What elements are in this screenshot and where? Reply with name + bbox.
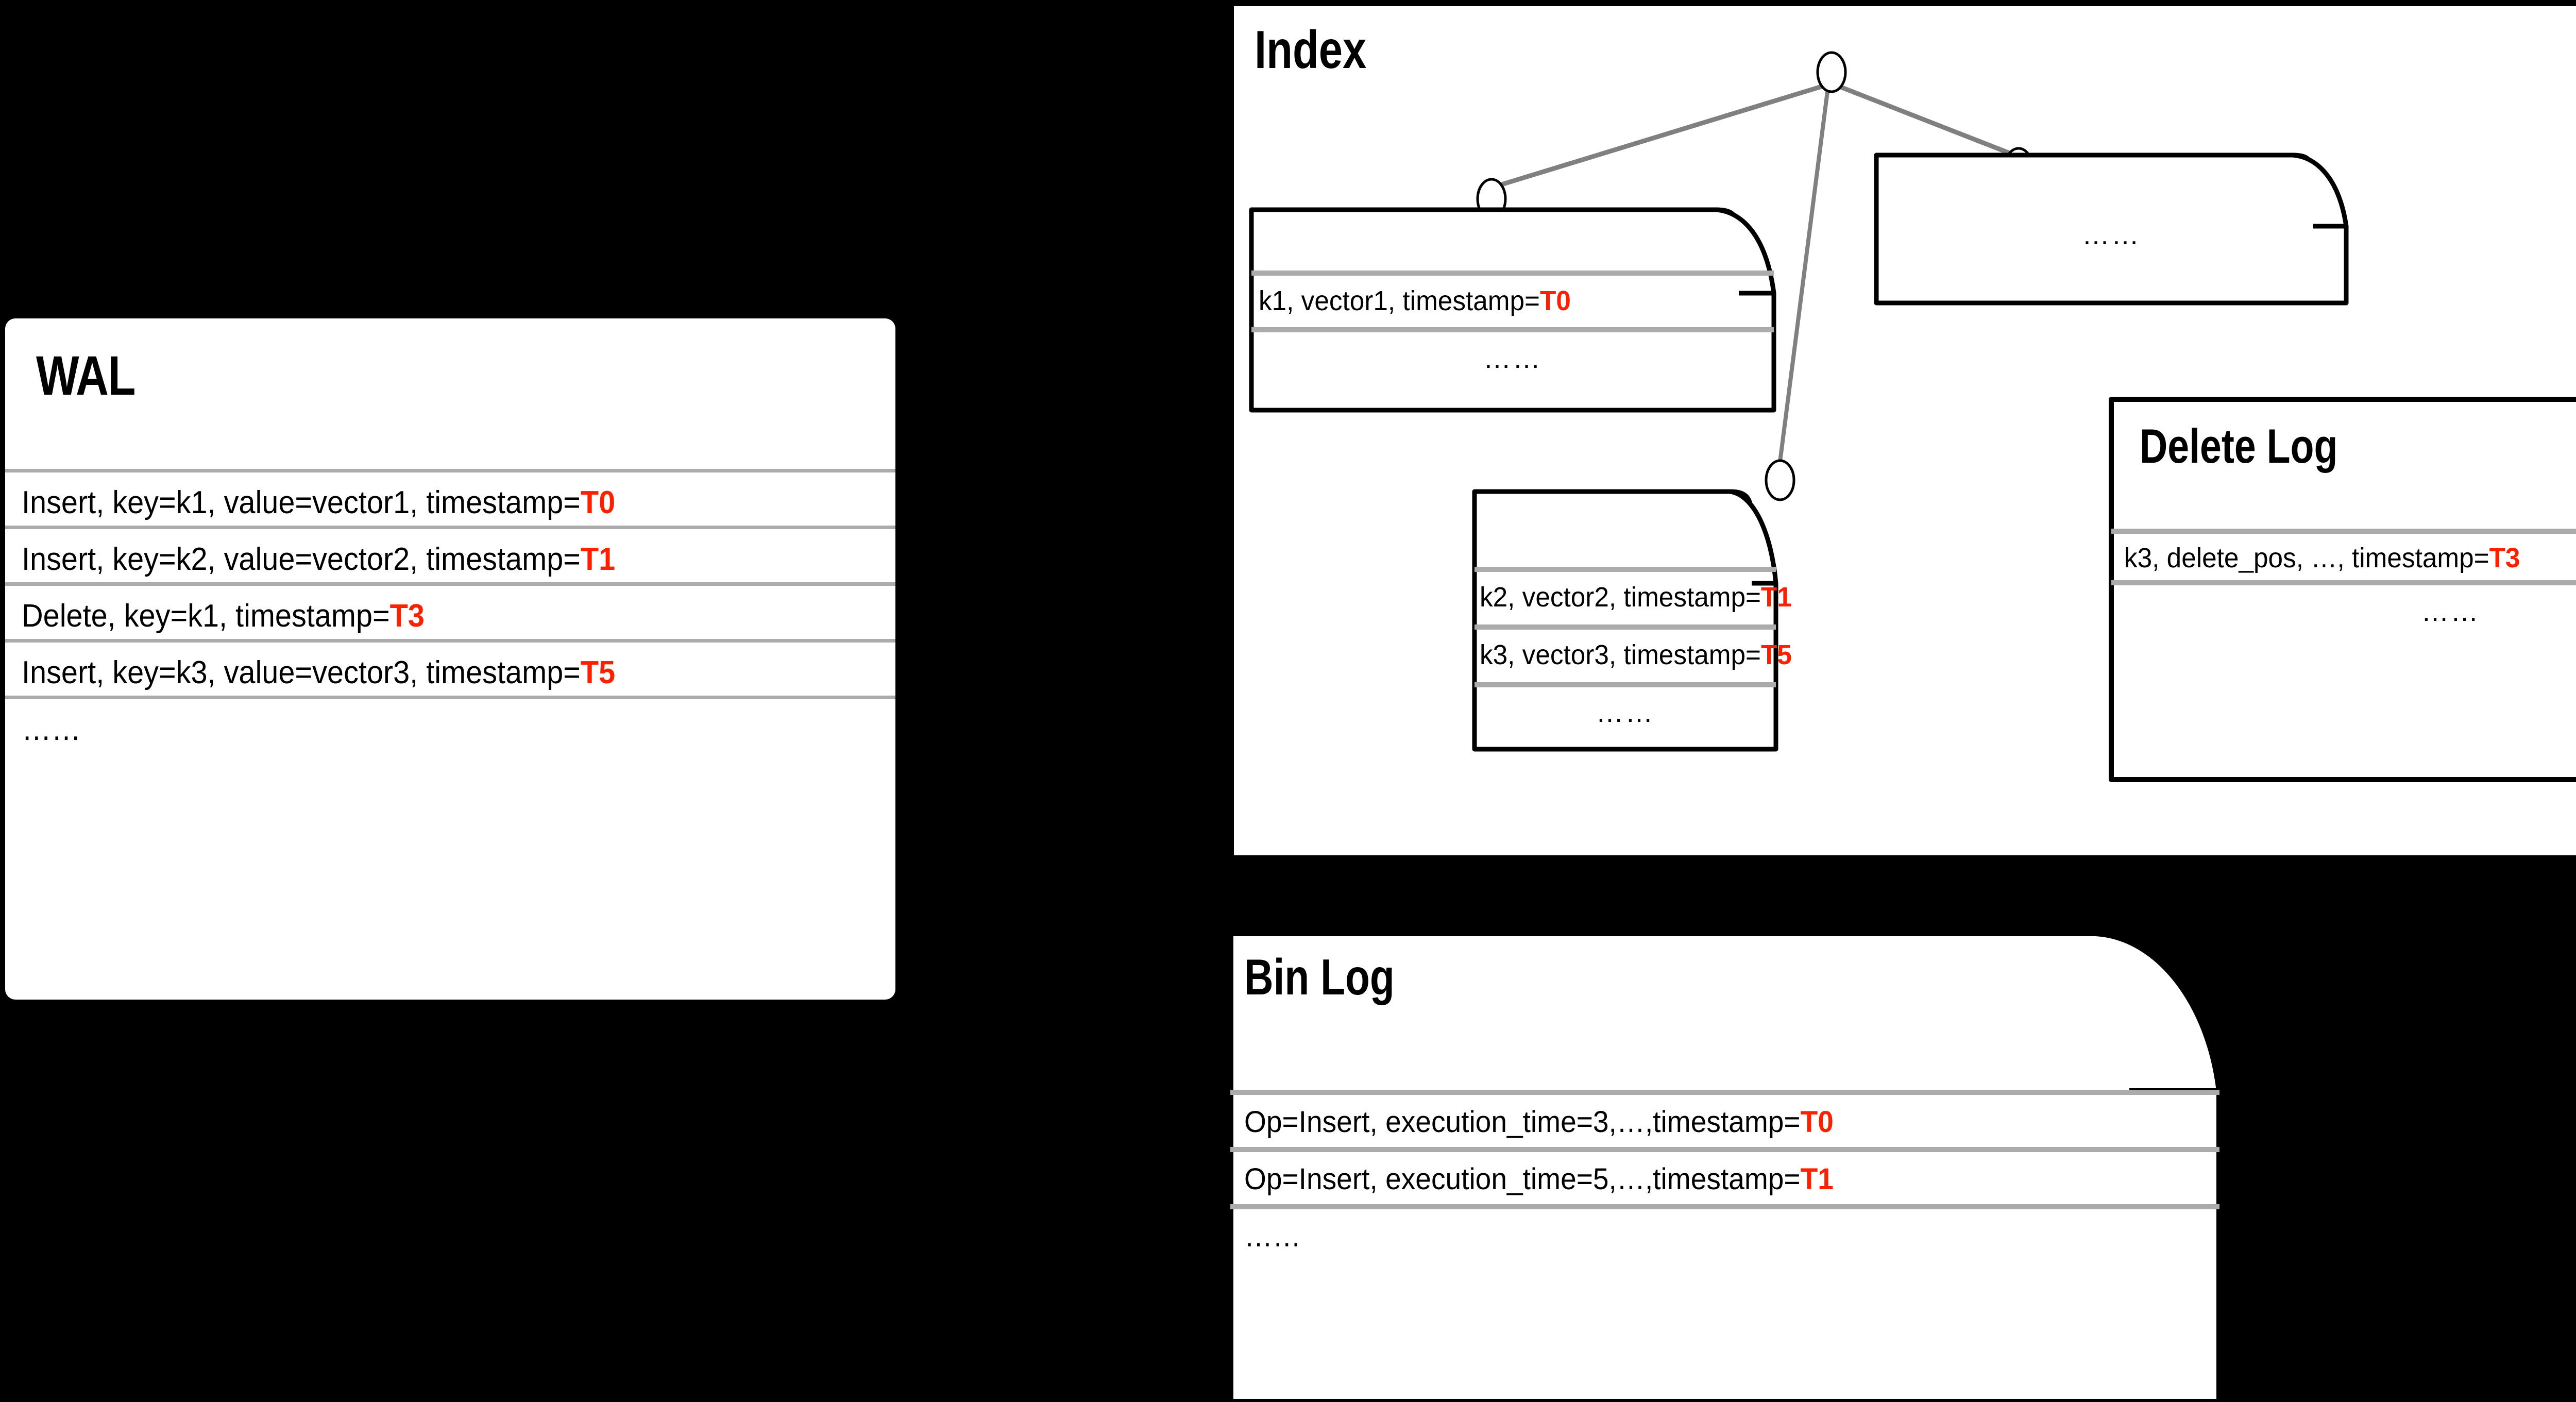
tree-node-mid	[1765, 459, 1795, 501]
doc-outline	[1227, 930, 2223, 1402]
delete-log-panel: Delete Log k3, delete_pos, …, timestamp=…	[2109, 397, 2576, 782]
wal-panel: WAL Insert, key=k1, value=vector1, times…	[5, 318, 895, 1000]
doc-row-ellipsis: ……	[2082, 219, 2141, 250]
wal-separator	[5, 696, 895, 699]
doc-row: k2, vector2, timestamp=T1	[1480, 581, 1792, 613]
doc-outline	[2109, 397, 2576, 782]
doc-row: k3, delete_pos, …, timestamp=T3	[2124, 542, 2520, 574]
tree-edge-root-right	[1831, 81, 2020, 159]
doc-row-text: k3, vector3, timestamp=	[1480, 639, 1761, 670]
bin-log-row-ellipsis: ……	[1244, 1220, 1301, 1253]
wal-row-timestamp: T1	[580, 542, 616, 577]
wal-row-text: Insert, key=k1, value=vector1, timestamp…	[22, 485, 581, 520]
doc-separator	[1230, 1204, 2219, 1209]
doc-row-timestamp: T0	[1539, 285, 1571, 316]
index-title: Index	[1255, 20, 1367, 80]
index-leaf-right: ……	[1874, 153, 2349, 306]
wal-separator	[5, 582, 895, 586]
bin-log-row: Op=Insert, execution_time=3,…,timestamp=…	[1244, 1105, 1834, 1139]
doc-separator	[1251, 327, 1774, 332]
doc-separator	[2111, 580, 2576, 585]
wal-title: WAL	[36, 344, 135, 407]
doc-separator	[1475, 567, 1776, 572]
index-leaf-k1: k1, vector1, timestamp=T0 ……	[1249, 207, 1776, 413]
wal-row: Delete, key=k1, timestamp=T3	[22, 598, 425, 634]
wal-separator	[5, 526, 895, 529]
tree-node-root	[1816, 51, 1847, 93]
tree-edges	[1490, 81, 2020, 462]
tree-edge-root-mid	[1778, 91, 1829, 462]
doc-row: k1, vector1, timestamp=T0	[1259, 285, 1571, 317]
doc-row-timestamp: T1	[1760, 582, 1792, 613]
doc-row-text: k3, delete_pos, …, timestamp=	[2124, 543, 2489, 573]
index-leaf-k2k3: k2, vector2, timestamp=T1 k3, vector3, t…	[1472, 489, 1792, 752]
wal-row-timestamp: T3	[389, 598, 425, 634]
doc-separator	[1251, 271, 1774, 276]
wal-row-text: Delete, key=k1, timestamp=	[22, 598, 390, 634]
doc-separator	[1475, 682, 1776, 687]
wal-row-timestamp: T5	[580, 655, 616, 690]
doc-separator	[2111, 529, 2576, 534]
wal-row-text: Insert, key=k2, value=vector2, timestamp…	[22, 542, 581, 577]
doc-row-text: k1, vector1, timestamp=	[1259, 285, 1540, 316]
doc-row-ellipsis: ……	[1483, 343, 1542, 374]
wal-row: Insert, key=k2, value=vector2, timestamp…	[22, 541, 615, 578]
doc-separator	[1230, 1090, 2219, 1095]
wal-row: Insert, key=k3, value=vector3, timestamp…	[22, 654, 615, 691]
bin-log-row: Op=Insert, execution_time=5,…,timestamp=…	[1244, 1162, 1834, 1196]
doc-row-timestamp: T3	[2489, 543, 2520, 573]
bin-log-panel: Bin Log Op=Insert, execution_time=3,…,ti…	[1227, 930, 2223, 1402]
wal-row: Insert, key=k1, value=vector1, timestamp…	[22, 484, 615, 521]
doc-row-ellipsis: ……	[1596, 697, 1655, 728]
tree-edge-root-left	[1490, 81, 1833, 190]
doc-row-ellipsis: ……	[2421, 596, 2480, 627]
bin-log-row-text: Op=Insert, execution_time=5,…,timestamp=	[1244, 1162, 1801, 1196]
delete-log-title: Delete Log	[2140, 419, 2338, 473]
wal-row-ellipsis: ……	[22, 712, 81, 747]
bin-log-row-timestamp: T1	[1800, 1162, 1834, 1196]
wal-separator	[5, 469, 895, 472]
wal-separator	[5, 639, 895, 643]
doc-outline	[1874, 153, 2349, 306]
bin-log-title: Bin Log	[1244, 949, 1395, 1005]
doc-row-text: k2, vector2, timestamp=	[1480, 582, 1761, 613]
doc-row: k3, vector3, timestamp=T5	[1480, 639, 1792, 671]
index-panel: Index k1, vector1, timestamp=T0 ……	[1234, 6, 2576, 855]
wal-row-text: Insert, key=k3, value=vector3, timestamp…	[22, 655, 581, 690]
doc-row-timestamp: T5	[1760, 639, 1792, 670]
doc-separator	[1475, 624, 1776, 630]
wal-row-timestamp: T0	[580, 485, 616, 520]
bin-log-row-timestamp: T0	[1800, 1105, 1834, 1139]
doc-separator	[1230, 1147, 2219, 1152]
bin-log-row-text: Op=Insert, execution_time=3,…,timestamp=	[1244, 1105, 1801, 1139]
